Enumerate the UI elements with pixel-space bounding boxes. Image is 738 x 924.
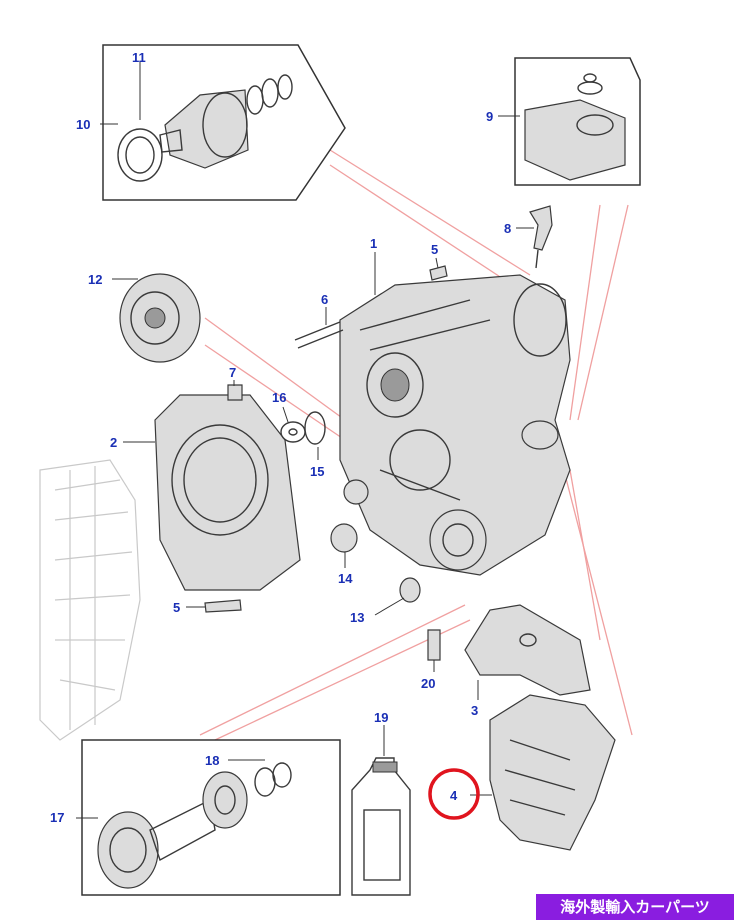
callout-7: 7 xyxy=(229,365,236,380)
detail-box-differential xyxy=(100,44,346,201)
callout-labels: 11 10 9 8 1 5 12 6 7 16 2 15 14 5 13 20 … xyxy=(50,50,511,825)
shop-badge: 海外製輸入カーパーツ xyxy=(536,894,734,920)
callout-18: 18 xyxy=(205,753,219,768)
callout-14: 14 xyxy=(338,571,353,586)
part-18-seals xyxy=(202,759,292,829)
part-5-bolt-top xyxy=(429,257,448,281)
callout-3: 3 xyxy=(471,703,478,718)
part-1-transfer-case xyxy=(339,252,571,576)
callout-9: 9 xyxy=(486,109,493,124)
part-13-sensor xyxy=(374,577,421,616)
part-16-washer xyxy=(280,406,306,443)
part-8-sensor xyxy=(516,205,553,269)
part-4-heat-shield xyxy=(470,694,616,851)
part-19-fluid-bottle xyxy=(351,725,411,896)
detail-box-actuator xyxy=(498,57,641,186)
callout-16: 16 xyxy=(272,390,286,405)
callout-19: 19 xyxy=(374,710,388,725)
part-3-bracket xyxy=(464,604,591,700)
callout-5-lower: 5 xyxy=(173,600,180,615)
callout-11: 11 xyxy=(132,50,146,65)
callout-4: 4 xyxy=(450,788,458,803)
callout-10: 10 xyxy=(76,117,90,132)
part-20-bolt xyxy=(427,629,441,672)
part-15-seal xyxy=(304,411,326,460)
callout-20: 20 xyxy=(421,676,435,691)
callout-5-top: 5 xyxy=(431,242,438,257)
highlight-circle xyxy=(428,768,480,820)
callout-1: 1 xyxy=(370,236,377,251)
part-7-bolt xyxy=(227,380,243,401)
callout-15: 15 xyxy=(310,464,324,479)
part-6-dowel xyxy=(294,307,344,349)
part-14-plug xyxy=(330,479,369,568)
callout-6: 6 xyxy=(321,292,328,307)
part-10-seal xyxy=(117,128,163,182)
callout-8: 8 xyxy=(504,221,511,236)
background-transmission-ghost xyxy=(39,459,141,741)
part-2-adapter-plate xyxy=(123,394,301,591)
part-5-bolt-lower xyxy=(186,599,242,613)
part-11-differential xyxy=(159,89,249,169)
callout-17: 17 xyxy=(50,810,64,825)
callout-12: 12 xyxy=(88,272,102,287)
callout-2: 2 xyxy=(110,435,117,450)
detail-box-output-shaft xyxy=(76,739,341,896)
part-17-flange xyxy=(76,798,216,889)
part-12-oil-pump xyxy=(112,273,201,363)
callout-13: 13 xyxy=(350,610,364,625)
